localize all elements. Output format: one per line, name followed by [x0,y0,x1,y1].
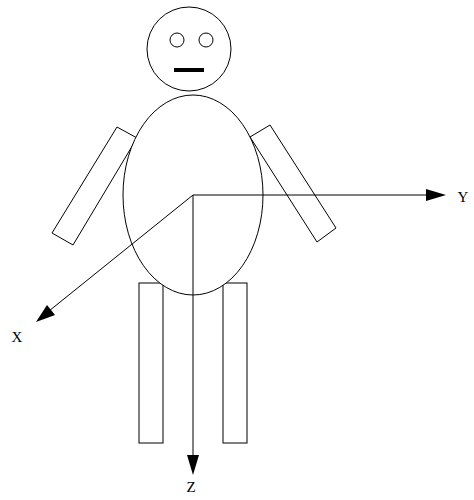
axis-label: X [10,329,25,346]
right-eye [199,33,213,47]
left-leg [139,283,163,443]
z-arrowhead [187,455,199,475]
mouth [174,68,204,72]
x-axis [44,195,193,315]
right-leg [223,283,247,443]
left-eye [170,33,184,47]
z-axis [193,195,194,460]
axis-label: Y [456,189,471,206]
x-arrowhead [36,305,55,322]
y-arrowhead [426,189,446,201]
axis-label: Z [184,479,197,496]
head-circle [147,7,231,91]
y-axis [193,195,438,196]
